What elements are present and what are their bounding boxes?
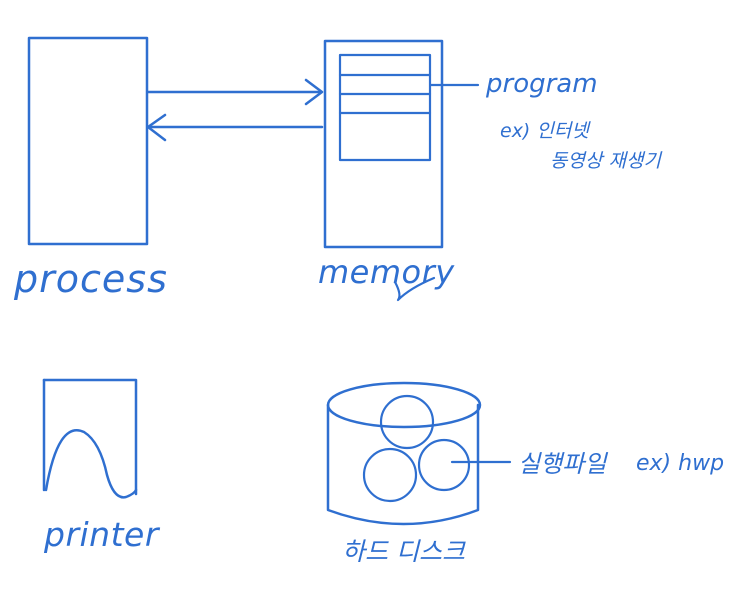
hard-disk-label: 하드 디스크	[342, 537, 466, 566]
hard-disk-body	[326, 403, 480, 526]
executable-example: ex) hwp	[636, 451, 724, 476]
memory-label-underline	[393, 276, 436, 302]
disk-file-circle	[417, 438, 471, 492]
program-label: program	[485, 69, 598, 99]
printer-paper-curve	[44, 429, 138, 499]
memory-slots	[338, 53, 432, 162]
arrow-memory-to-process	[146, 113, 324, 142]
printer-outline	[42, 378, 138, 496]
executable-label: 실행파일	[518, 450, 608, 478]
memory-label: memory	[318, 253, 455, 291]
hard-disk-node: 하드 디스크	[326, 381, 482, 566]
memory-node: memory	[318, 39, 455, 302]
memory-slot-stack	[338, 53, 432, 162]
printer-node: printer	[42, 378, 161, 554]
program-callout: program ex) 인터넷 동영상 재생기	[429, 69, 662, 172]
disk-file-circle	[379, 394, 435, 450]
arrow-process-to-memory	[146, 78, 324, 106]
memory-box	[323, 39, 444, 249]
disk-file-circle	[362, 447, 418, 503]
program-example-line2: 동영상 재생기	[550, 150, 662, 172]
process-memory-arrows	[146, 78, 324, 142]
program-example-line1: ex) 인터넷	[500, 120, 591, 142]
hard-disk-top	[326, 381, 482, 429]
printer-label: printer	[43, 515, 161, 554]
process-box	[27, 36, 149, 246]
executable-callout: 실행파일 ex) hwp	[450, 450, 724, 478]
process-node: process	[13, 36, 168, 301]
process-label: process	[13, 257, 168, 301]
